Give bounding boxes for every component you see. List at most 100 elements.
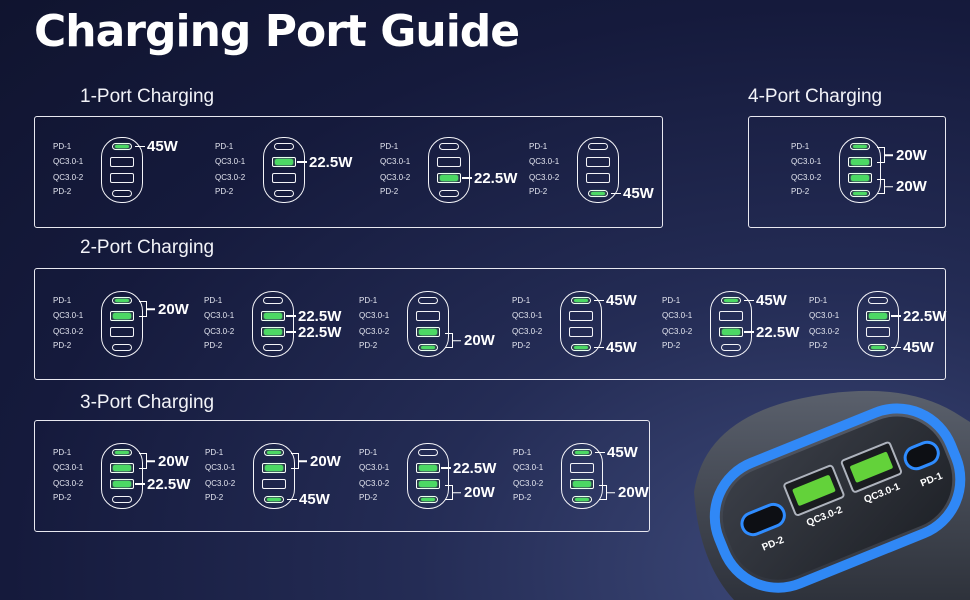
- usb-a-port-active: [719, 327, 743, 337]
- bracket-connector: [599, 484, 607, 501]
- power-value: 45W: [147, 138, 178, 155]
- connector-line: [891, 346, 901, 349]
- connector-line: [135, 483, 145, 485]
- charger-outline: [428, 137, 470, 203]
- usb-a-port: [569, 327, 593, 337]
- power-value: 20W: [464, 484, 495, 501]
- usb-c-port: [439, 143, 459, 150]
- power-value: 22.5W: [756, 323, 800, 341]
- port-label: PD-1: [380, 142, 399, 151]
- power-value: 22.5W: [903, 307, 947, 325]
- bracket-connector: [445, 484, 453, 501]
- port-label: QC3.0-2: [513, 479, 544, 488]
- port-label: PD-1: [53, 142, 72, 151]
- charger-outline: [101, 443, 143, 509]
- usb-a-port-active: [261, 327, 285, 337]
- shared-power-output: 20W: [445, 332, 495, 349]
- power-output: 22.5W: [135, 475, 190, 493]
- usb-c-port-active: [418, 496, 438, 503]
- connector-line: [595, 451, 605, 454]
- usb-a-port-active: [437, 173, 461, 183]
- usb-a-port: [866, 327, 890, 337]
- connector-line: [611, 192, 621, 195]
- port-label: QC3.0-1: [53, 311, 84, 320]
- charger-outline: [857, 291, 899, 357]
- usb-a-port-active: [110, 479, 134, 489]
- usb-c-port-active: [850, 190, 870, 197]
- power-value: 22.5W: [298, 323, 342, 341]
- usb-a-port: [110, 157, 134, 167]
- power-value: 20W: [896, 178, 927, 195]
- usb-a-port: [437, 157, 461, 167]
- usb-c-port-active: [112, 449, 132, 456]
- bracket-connector: [139, 301, 147, 317]
- power-value: 22.5W: [147, 475, 191, 493]
- charger-outline: [407, 291, 449, 357]
- connector-line: [297, 161, 307, 163]
- power-output: 45W: [594, 339, 637, 357]
- connector-line: [286, 331, 296, 333]
- port-label: QC3.0-1: [215, 157, 246, 166]
- port-label: QC3.0-2: [204, 327, 235, 336]
- bracket-connector: [877, 178, 885, 195]
- port-label: PD-2: [359, 341, 378, 350]
- usb-c-port-active: [112, 143, 132, 150]
- power-output: 45W: [135, 138, 178, 156]
- power-output: 45W: [287, 491, 330, 509]
- usb-a-port-active: [570, 479, 594, 489]
- shared-power-output: 20W: [291, 453, 341, 470]
- usb-a-port: [719, 311, 743, 321]
- charger-outline: [577, 137, 619, 203]
- port-label: PD-2: [791, 187, 810, 196]
- power-value: 45W: [606, 292, 637, 309]
- charger-outline: [263, 137, 305, 203]
- connector-line: [594, 299, 604, 302]
- connector-line: [441, 467, 451, 469]
- port-label: PD-1: [662, 296, 681, 305]
- power-value: 45W: [606, 339, 637, 356]
- power-output: 45W: [891, 339, 934, 357]
- usb-c-port-active: [264, 496, 284, 503]
- section-title-3-port: 3-Port Charging: [80, 392, 215, 413]
- usb-a-port: [110, 173, 134, 183]
- connector-line: [891, 315, 901, 317]
- bracket-connector: [139, 453, 147, 469]
- power-output: 22.5W: [286, 307, 341, 325]
- section-title-4-port: 4-Port Charging: [748, 86, 883, 107]
- port-label: QC3.0-2: [215, 173, 246, 182]
- port-label: PD-2: [512, 341, 531, 350]
- usb-a-port-active: [416, 327, 440, 337]
- connector-line: [135, 145, 145, 148]
- connector-line: [286, 315, 296, 317]
- bracket-connector: [877, 147, 885, 163]
- port-label: QC3.0-2: [359, 327, 390, 336]
- power-value: 20W: [896, 146, 927, 164]
- port-label: PD-1: [791, 142, 810, 151]
- usb-c-port: [112, 190, 132, 197]
- port-label: QC3.0-1: [809, 311, 840, 320]
- power-value: 45W: [756, 292, 787, 309]
- usb-a-port: [110, 327, 134, 337]
- port-label: PD-2: [359, 493, 378, 502]
- port-label: QC3.0-2: [791, 173, 822, 182]
- connector-line: [287, 498, 297, 501]
- usb-c-port-active: [572, 449, 592, 456]
- power-value: 22.5W: [298, 307, 342, 325]
- usb-c-port-active: [264, 449, 284, 456]
- usb-a-port-active: [272, 157, 296, 167]
- connector-line: [594, 346, 604, 349]
